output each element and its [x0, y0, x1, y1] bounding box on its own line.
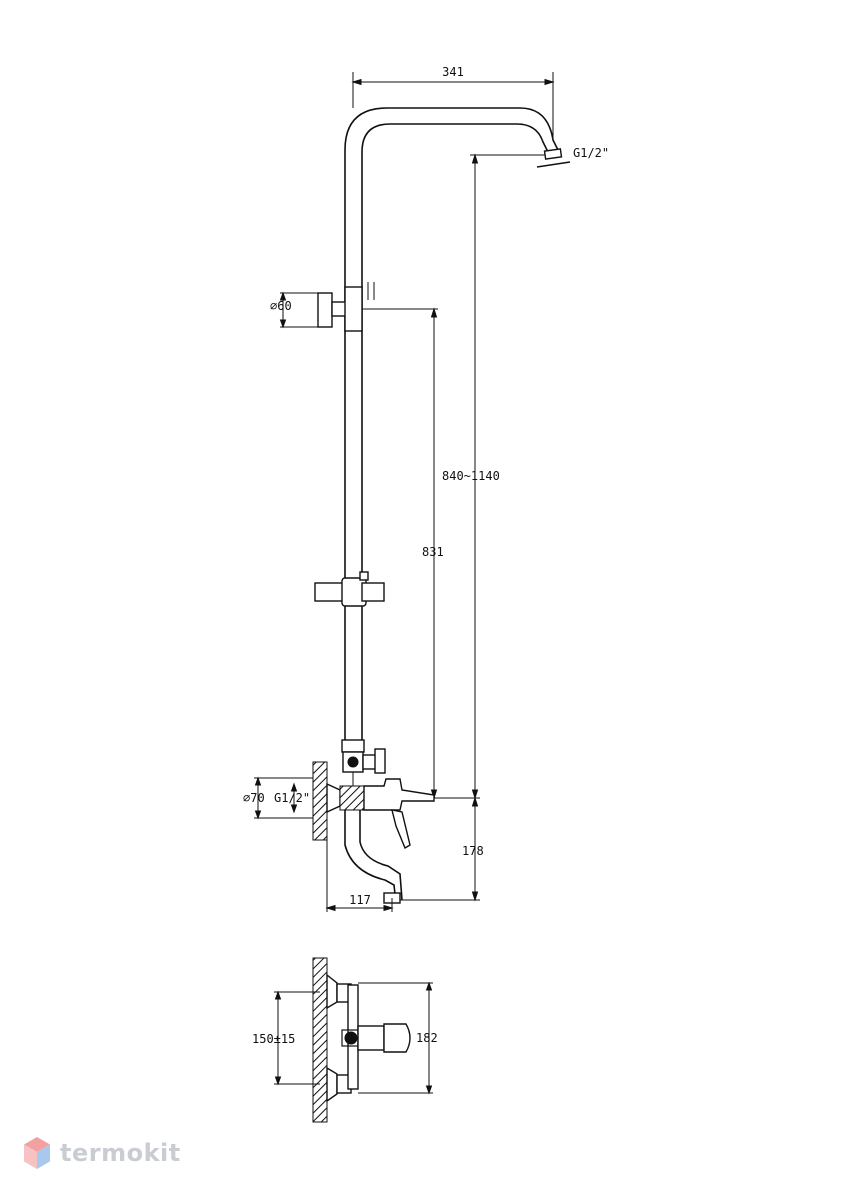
dimension-spout-projection: 117 [325, 840, 394, 912]
shower-riser-pipe [344, 107, 559, 752]
mixer-connection-label: G1/2" [274, 791, 310, 805]
dimension-overall-width: 341 [351, 65, 555, 140]
dimension-total-height: 840~1140 [442, 153, 545, 800]
bracket-diameter-label: ⌀60 [270, 299, 292, 313]
dimension-inlet-spacing: 150±15 [252, 990, 320, 1086]
brand-name: termokit [60, 1139, 181, 1167]
bracket-height-label: 831 [422, 545, 444, 559]
shower-head-connector [536, 148, 571, 168]
brand-watermark: termokit [22, 1136, 181, 1170]
mixer-inlet-dimension: ⌀70 G1/2" [243, 776, 313, 820]
dimension-body-width: 182 [358, 981, 438, 1095]
mixer-top-view [312, 957, 411, 1123]
mixer-side-view [312, 761, 435, 904]
inlet-spacing-label: 150±15 [252, 1032, 295, 1046]
body-width-label: 182 [416, 1031, 438, 1045]
head-connection-callout: G1/2" [573, 146, 609, 160]
cube-logo-icon [24, 1137, 50, 1169]
wall-bracket: ⌀60 [270, 282, 375, 332]
spout-height-label: 178 [462, 844, 484, 858]
overall-width-label: 341 [442, 65, 464, 79]
dimension-spout-height: 178 [400, 796, 484, 902]
diverter-valve [341, 739, 386, 786]
mixer-diameter-label: ⌀70 [243, 791, 265, 805]
total-height-label: 840~1140 [442, 469, 500, 483]
head-connection-label: G1/2" [573, 146, 609, 160]
spout-projection-label: 117 [349, 893, 371, 907]
dimension-bracket-height: 831 [362, 307, 444, 800]
slide-holder [314, 571, 385, 607]
